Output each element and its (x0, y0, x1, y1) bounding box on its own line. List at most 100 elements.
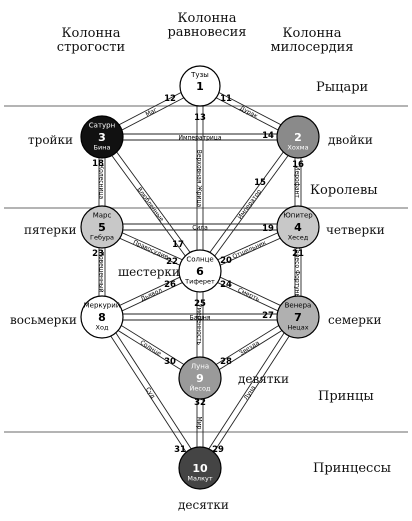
column-heading-balance-line1: Колонна (177, 11, 237, 26)
column-heading-mercy-line2: милосердия (270, 40, 354, 55)
path-number: 29 (212, 445, 224, 455)
sephira-circle (80, 295, 124, 339)
path-number: 24 (220, 280, 232, 290)
label-nines: девятки (238, 372, 289, 386)
path-31: Суд 31 (99, 315, 203, 470)
path-name: Иерофант (294, 166, 301, 198)
sephira-number: 3 (98, 131, 106, 144)
sephira-number: 2 (294, 131, 302, 144)
sephira-planet: Венера (285, 302, 312, 310)
column-heading-mercy: Колонна милосердия (266, 27, 358, 55)
path-edge (99, 318, 198, 470)
sephira-name: Йесод (190, 384, 211, 393)
tier-lines (4, 105, 408, 433)
path-name: Дурак (238, 105, 259, 120)
path-number: 20 (220, 256, 232, 266)
label-fives: пятерки (24, 223, 77, 237)
label-fours: четверки (326, 223, 385, 237)
path-number: 31 (174, 445, 186, 455)
path-name: Правосудие (132, 239, 170, 261)
sephira-name: Тиферет (184, 278, 215, 286)
column-heading-severity-line2: строгости (56, 40, 126, 55)
sephira-planet: Сатурн (89, 122, 115, 130)
sephira-circle (178, 356, 222, 400)
path-name: Сила (192, 225, 208, 232)
path-name: Звезда (238, 339, 261, 357)
path-number: 26 (164, 280, 176, 290)
sephira-name: Малкут (187, 475, 213, 483)
column-heading-mercy-line1: Колонна (282, 26, 342, 41)
path-edge (104, 134, 203, 270)
sephira-circle (276, 295, 320, 339)
sephira-name: Хесед (288, 234, 309, 242)
path-edge (197, 134, 296, 270)
sephira-circle (80, 115, 124, 159)
path-number: 32 (194, 398, 206, 408)
sephira-planet: Тузы (190, 71, 209, 79)
label-tens: десятки (178, 498, 229, 512)
column-heading-severity: Колонна строгости (55, 27, 127, 55)
sephira-name: Гебура (90, 234, 114, 242)
sephira-name: Нецах (287, 324, 308, 332)
sephira-name: Хохма (287, 144, 308, 152)
path-number: 22 (166, 257, 178, 267)
sephira-circle (276, 205, 320, 249)
sephira-planet: Луна (191, 363, 209, 371)
path-name: Повешенный (98, 251, 105, 292)
sephira-name: Бина (94, 144, 111, 152)
sephira-circle (276, 115, 320, 159)
sephira-planet: Марс (93, 212, 112, 220)
tier-label-queens: Королевы (310, 183, 378, 198)
path-number: 18 (92, 159, 104, 169)
column-heading-severity-line1: Колонна (61, 26, 121, 41)
sephira-number: 9 (196, 372, 204, 385)
path-number: 15 (254, 178, 266, 188)
path-name: Колесо Фортуны (294, 246, 301, 299)
path-edge (99, 138, 198, 274)
tier-label-princesses: Принцессы (313, 461, 391, 476)
path-number: 12 (164, 94, 176, 104)
path-name: Колесница (98, 165, 105, 200)
path-name: Дьявол (140, 287, 164, 303)
path-edge (202, 318, 301, 470)
path-name: Мир (196, 417, 203, 430)
label-threes: тройки (28, 133, 74, 147)
path-name: Суд (144, 386, 156, 400)
path-edge (197, 315, 296, 467)
path-name: Верховная Жрица (196, 150, 203, 208)
path-number: 30 (164, 357, 176, 367)
sephira-circle (178, 249, 222, 293)
path-name: Солнце (139, 339, 163, 357)
path-name: Маг (145, 107, 159, 119)
sephira-number: 4 (294, 221, 302, 234)
sephira-circle (179, 65, 221, 107)
path-name: Смерть (237, 287, 261, 303)
path-number: 17 (172, 240, 184, 250)
sephira-number: 6 (196, 265, 204, 278)
label-twos: двойки (328, 133, 373, 147)
path-edge (202, 138, 301, 274)
path-number: 25 (194, 299, 206, 309)
sephira-number: 1 (196, 80, 204, 93)
path-number: 21 (292, 249, 304, 259)
sephira-number: 7 (294, 311, 302, 324)
path-number: 11 (220, 94, 232, 104)
sephira-number: 10 (192, 462, 208, 475)
path-name: Влюбленные (135, 186, 165, 223)
sephira-planet: Меркурий (84, 302, 121, 310)
path-number: 19 (262, 224, 274, 234)
tier-label-princes: Принцы (318, 389, 374, 404)
sephira-number: 5 (98, 221, 106, 234)
sephira-circle (80, 205, 124, 249)
path-19: Сила 19 (102, 223, 298, 234)
